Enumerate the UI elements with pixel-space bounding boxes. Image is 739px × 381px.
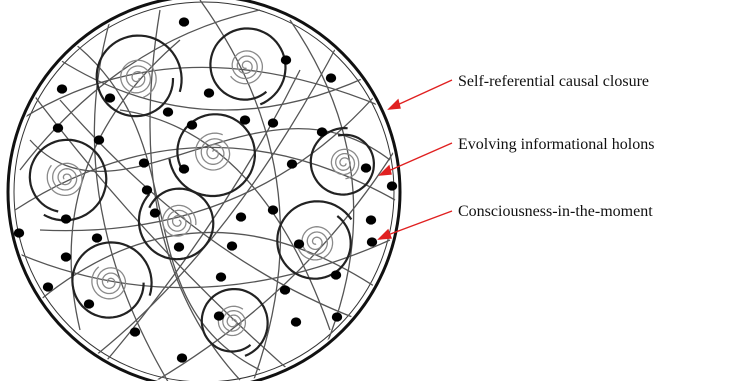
label-self-referential-causal-closure: Self-referential causal closure: [458, 73, 649, 90]
node-dot: [325, 73, 337, 83]
node-dot: [60, 214, 72, 224]
node-dot: [138, 158, 150, 168]
holon-spiral: [168, 113, 257, 198]
node-dot: [83, 299, 95, 309]
node-dot: [104, 93, 116, 103]
thread-line: [89, 39, 341, 361]
node-dot: [149, 208, 161, 218]
thread-line: [89, 69, 301, 381]
node-dot: [178, 164, 190, 174]
node-dot: [186, 120, 198, 130]
node-dot: [280, 55, 292, 65]
arrowhead-self-referential: [387, 98, 401, 110]
node-dot: [286, 159, 298, 169]
annotation-arrows: [377, 79, 453, 240]
node-dot: [203, 88, 215, 98]
holon-spiral: [200, 288, 269, 357]
thread-line: [29, 128, 391, 172]
node-dot: [267, 205, 279, 215]
holon-spiral: [137, 187, 215, 261]
node-dot: [129, 327, 141, 337]
node-dot: [365, 215, 377, 225]
node-dot: [141, 185, 153, 195]
holon-spiral: [309, 126, 376, 196]
node-dot: [91, 233, 103, 243]
node-dot: [360, 163, 372, 173]
node-dot: [386, 181, 398, 191]
thread-line: [289, 19, 355, 361]
node-dot: [215, 272, 227, 282]
thread-line: [19, 9, 261, 171]
node-dot: [93, 135, 105, 145]
node-dot: [56, 84, 68, 94]
thread-line: [199, 0, 282, 381]
node-dot: [293, 239, 305, 249]
node-dot: [13, 228, 25, 238]
holon-spiral: [71, 241, 153, 319]
node-dot: [60, 252, 72, 262]
node-dot: [52, 123, 64, 133]
node-dot: [213, 311, 225, 321]
node-dot: [173, 242, 185, 252]
thread-line: [11, 239, 391, 289]
thread-line: [59, 59, 397, 111]
node-dot: [235, 212, 247, 222]
holon-spiral: [95, 34, 183, 118]
node-dot: [331, 312, 343, 322]
node-dot: [239, 115, 251, 125]
label-consciousness-in-the-moment: Consciousness-in-the-moment: [458, 203, 653, 220]
node-dot: [267, 118, 279, 128]
thread-line: [19, 66, 391, 121]
thread-line: [119, 109, 331, 331]
node-dot: [226, 241, 238, 251]
arrowhead-holons: [378, 164, 392, 176]
node-dot: [366, 237, 378, 247]
node-dot: [162, 107, 174, 117]
node-dot: [42, 282, 54, 292]
node-dot: [316, 127, 328, 137]
node-dot: [330, 270, 342, 280]
thread-line: [69, 39, 261, 371]
node-dots: [13, 17, 398, 363]
holon-spiral: [276, 200, 353, 280]
node-dot: [178, 17, 190, 27]
node-dot: [279, 285, 291, 295]
inner-boundary-circle: [13, 1, 395, 381]
arrow-self-referential: [394, 79, 453, 107]
node-dot: [290, 317, 302, 327]
arrowhead-consciousness: [377, 228, 392, 240]
holon-spiral: [209, 27, 287, 106]
arrow-consciousness: [384, 210, 453, 237]
node-dot: [176, 353, 188, 363]
label-evolving-informational-holons: Evolving informational holons: [458, 136, 654, 153]
arrow-holons: [385, 142, 453, 173]
holon-spirals: [28, 27, 376, 357]
holon-spiral: [28, 138, 108, 222]
